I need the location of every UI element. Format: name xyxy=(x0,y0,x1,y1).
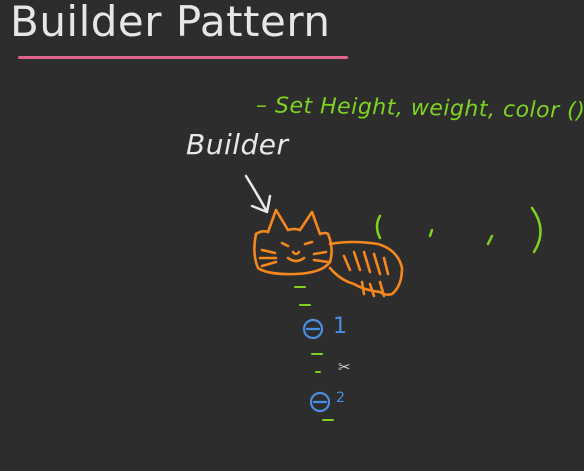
step-two-number: 2 xyxy=(336,390,345,406)
cat-drawing-icon xyxy=(253,208,404,298)
builder-label: Builder xyxy=(186,128,289,161)
slide-title: Builder Pattern xyxy=(10,0,331,46)
green-args-icon xyxy=(375,206,542,254)
arrow-icon xyxy=(244,174,272,214)
title-underline xyxy=(18,56,348,59)
minus-circle-icon xyxy=(302,318,331,413)
step-one-number: 1 xyxy=(333,314,347,339)
scissors-icon: ✂ xyxy=(338,358,351,376)
dash-marks xyxy=(294,286,334,421)
